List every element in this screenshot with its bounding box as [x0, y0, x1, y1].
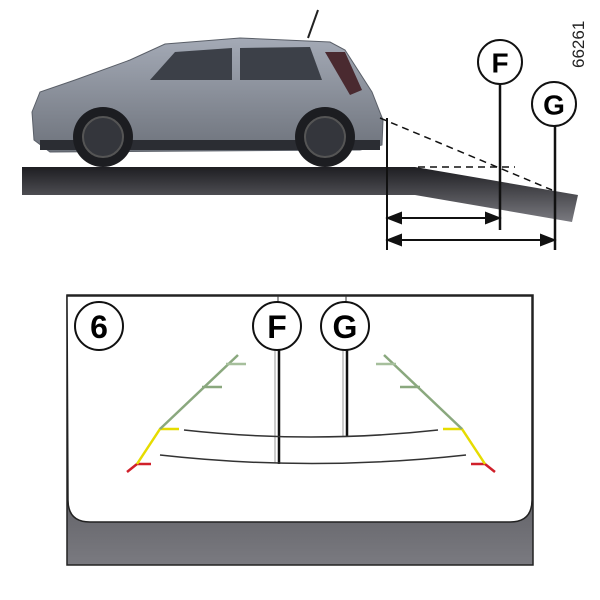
label-g-top: G: [531, 81, 577, 127]
distance-arrow-g: [385, 233, 557, 247]
guide-left: [126, 354, 246, 473]
ground-slope: [22, 167, 578, 222]
car-illustration: [31, 9, 384, 167]
figure-id: 66261: [569, 21, 588, 68]
camera-view: 6 F G: [66, 294, 534, 566]
svg-text:F: F: [267, 309, 287, 345]
distance-curve-f: [159, 454, 467, 465]
svg-text:G: G: [543, 90, 565, 121]
label-g-camera: G: [320, 301, 370, 351]
label-view-number: 6: [74, 301, 124, 351]
svg-text:6: 6: [90, 309, 108, 345]
side-view: F G 66261: [22, 9, 588, 250]
label-f-camera: F: [252, 301, 302, 351]
distance-curve-g: [183, 429, 439, 438]
guide-right: [376, 354, 496, 473]
label-f-top: F: [477, 39, 523, 85]
distance-arrow-f: [385, 211, 502, 225]
svg-text:G: G: [333, 309, 358, 345]
svg-text:F: F: [491, 48, 508, 79]
